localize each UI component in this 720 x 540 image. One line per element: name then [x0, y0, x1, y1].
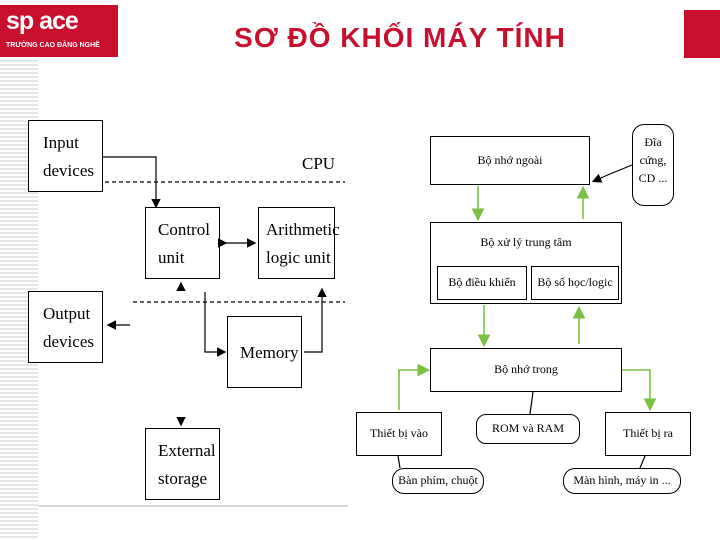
disk-note-line-1: Đĩa	[644, 135, 662, 149]
disk-note-line-2: cứng,	[639, 153, 667, 167]
memory-label: Memory	[240, 343, 299, 362]
rom-ram-pointer	[529, 391, 534, 415]
output-devices-box: Output devices	[28, 291, 103, 363]
external-storage-label-2: storage	[158, 469, 208, 488]
space-logo: sp ace TRƯỜNG CAO ĐẲNG NGHỀ	[0, 5, 118, 57]
control-box: Bộ điều khiển	[437, 266, 527, 300]
logo-tagline: TRƯỜNG CAO ĐẲNG NGHỀ	[6, 42, 100, 49]
screen-pointer	[639, 455, 646, 469]
output-devices-label-2: devices	[43, 332, 94, 351]
control-unit-label-1: Control	[158, 220, 210, 239]
control-unit-box: Control unit	[145, 207, 220, 279]
input-devices-label-1: Input	[43, 133, 79, 152]
screen-printer-bubble: Màn hình, máy in ...	[563, 468, 681, 494]
cpu-label: CPU	[302, 154, 336, 173]
control-memory-arrow	[204, 292, 227, 357]
page-title: SƠ ĐỒ KHỐI MÁY TÍNH	[234, 22, 566, 53]
alu-label-1: Arithmetic	[266, 220, 340, 239]
alu-label-2: logic unit	[266, 248, 331, 267]
input-devices-box: Input devices	[28, 120, 103, 192]
green-arrow-mem-to-output	[622, 369, 657, 412]
alu-box-vn: Bộ số học/logic	[531, 266, 619, 300]
external-memory-box: Bộ nhớ ngoài	[430, 136, 590, 185]
cpu-box-label: Bộ xử lý trung tâm	[480, 235, 572, 249]
disk-note-bubble: Đĩa cứng, CD ...	[632, 124, 674, 206]
input-device-box: Thiết bị vào	[356, 412, 442, 456]
divider-line	[38, 505, 348, 507]
output-devices-label-1: Output	[43, 304, 91, 323]
header-bar	[0, 0, 720, 60]
disk-note-line-3: CD ...	[638, 171, 668, 185]
rom-ram-bubble: ROM và RAM	[476, 414, 580, 444]
keyboard-pointer	[397, 455, 401, 469]
alu-box: Arithmetic logic unit	[258, 207, 340, 279]
output-device-box: Thiết bị ra	[605, 412, 691, 456]
input-to-control-arrow	[103, 156, 161, 209]
external-storage-label-1: External	[158, 441, 216, 460]
control-unit-label-2: unit	[158, 248, 185, 267]
memory-box: Memory	[227, 316, 302, 388]
memory-alu-arrow	[304, 287, 327, 353]
internal-memory-box: Bộ nhớ trong	[430, 348, 622, 392]
header-accent-bar	[684, 10, 720, 58]
input-devices-label-2: devices	[43, 161, 94, 180]
disk-note-pointer	[591, 164, 633, 183]
keyboard-mouse-bubble: Bàn phím, chuột	[392, 468, 484, 494]
external-storage-box: External storage	[145, 428, 220, 500]
logo-text: sp ace	[6, 7, 79, 35]
green-arrow-input-to-mem	[398, 363, 431, 410]
